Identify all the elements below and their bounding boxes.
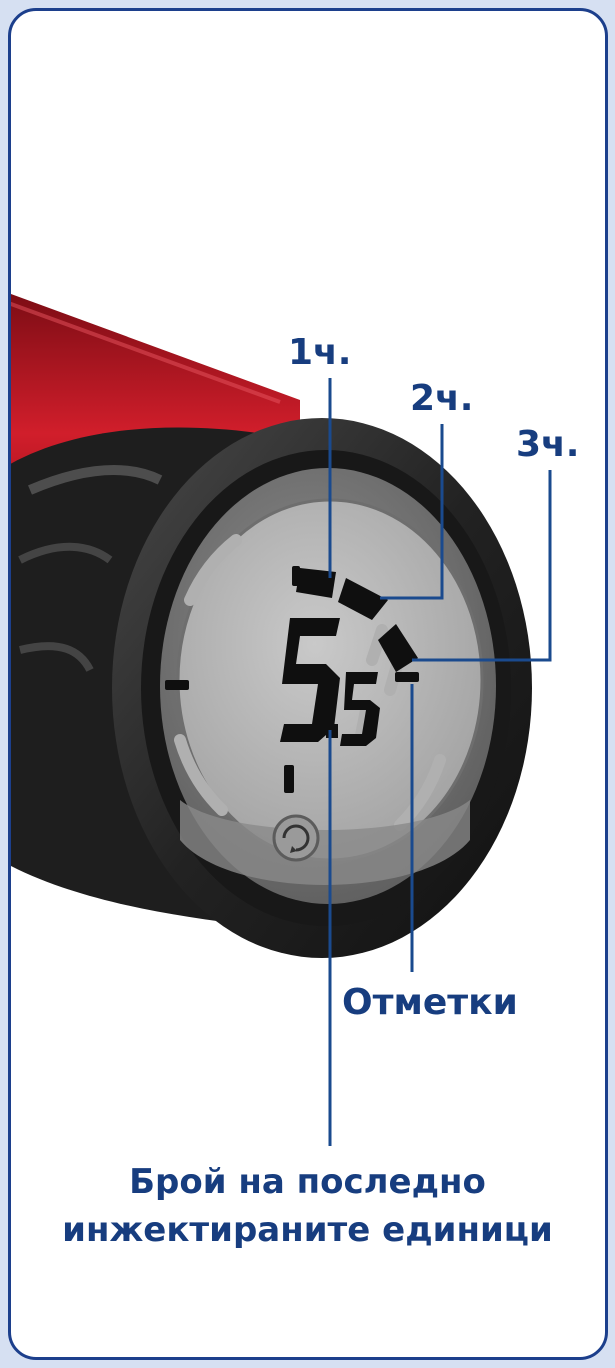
label-marks: Отметки — [342, 982, 518, 1023]
hour-marker-2 — [338, 578, 388, 620]
leader-3h — [412, 470, 552, 662]
lcd-digit-whole — [280, 618, 340, 742]
leader-lines — [328, 378, 552, 1146]
lcd-digit-fraction — [340, 672, 380, 746]
leader-2h — [380, 424, 444, 600]
label-2-hours: 2ч. — [410, 378, 474, 419]
lcd-decimal-point — [326, 724, 338, 738]
label-last-dose-line-2: инжектираните единици — [62, 1210, 553, 1250]
label-last-dose-line-1: Брой на последно — [129, 1162, 486, 1202]
label-3-hours: 3ч. — [516, 424, 580, 465]
label-1-hour: 1ч. — [288, 332, 352, 373]
scale-ticks — [165, 566, 419, 793]
dose-button-icon — [272, 814, 320, 862]
hour-markers — [296, 568, 418, 672]
hour-marker-3 — [378, 624, 418, 672]
label-last-dose: Брой на последно инжектираните единици — [0, 1158, 615, 1254]
hour-marker-1 — [296, 568, 336, 598]
